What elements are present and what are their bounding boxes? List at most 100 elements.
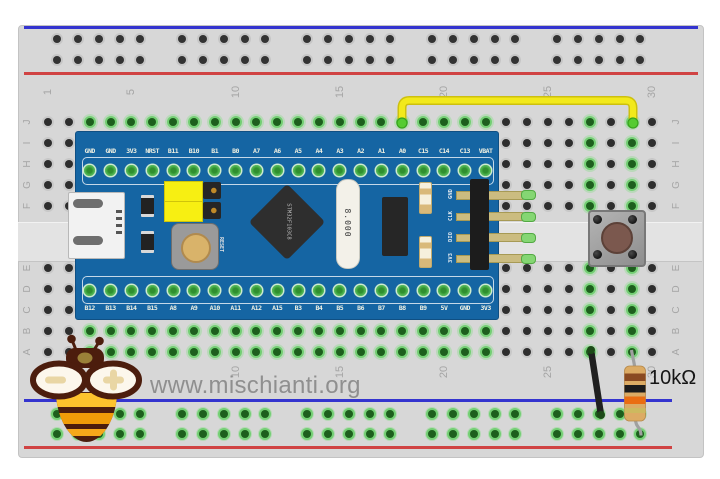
pin-label-top: A2 xyxy=(357,147,364,155)
rail-hole xyxy=(365,430,374,438)
top-rail-blue-line xyxy=(24,26,698,29)
breadboard-hole xyxy=(565,202,573,210)
breadboard-hole xyxy=(627,327,636,335)
breadboard-hole xyxy=(377,118,386,126)
board-pin-top xyxy=(271,164,283,176)
rail-hole xyxy=(240,430,249,438)
column-number: 25 xyxy=(542,365,555,379)
breadboard-hole xyxy=(44,327,52,335)
rail-hole xyxy=(573,56,582,64)
breadboard-hole xyxy=(585,202,594,210)
board-pin-top xyxy=(355,164,367,176)
column-number: 20 xyxy=(437,85,450,99)
rail-hole xyxy=(469,410,478,418)
rail-hole xyxy=(594,56,603,64)
breadboard-hole xyxy=(252,118,261,126)
board-pin-bottom xyxy=(125,284,137,296)
usb-contacts xyxy=(116,210,122,238)
pin-label-top: GND xyxy=(105,147,116,155)
breadboard-hole xyxy=(565,348,573,356)
breadboard-hole xyxy=(44,348,52,356)
pin-label-top: B10 xyxy=(188,147,200,155)
breadboard-hole xyxy=(460,327,469,335)
rail-hole xyxy=(553,56,561,64)
rail-hole xyxy=(53,430,61,438)
usb-prong-top xyxy=(73,199,103,208)
breadboard-hole xyxy=(335,348,344,356)
breadboard-hole xyxy=(273,327,282,335)
rail-hole xyxy=(115,56,124,64)
breadboard-hole xyxy=(64,139,73,147)
rail-hole xyxy=(240,410,249,418)
breadboard-hole xyxy=(64,285,73,293)
rail-hole xyxy=(511,56,520,64)
breadboard-hole xyxy=(544,327,553,335)
breadboard-hole xyxy=(627,118,636,126)
breadboard-hole xyxy=(648,327,657,335)
button-pin xyxy=(593,215,602,224)
rail-hole xyxy=(240,35,249,43)
breadboard-hole xyxy=(606,118,615,126)
breadboard-hole xyxy=(127,118,136,126)
breadboard-hole xyxy=(64,181,73,189)
rail-hole xyxy=(448,430,457,438)
breadboard-hole xyxy=(252,327,261,335)
breadboard-hole xyxy=(565,181,573,189)
row-letter: I xyxy=(671,141,682,145)
watermark: www.mischianti.org xyxy=(150,372,361,399)
breadboard-hole xyxy=(648,160,657,168)
pin-label-bottom: 3V3 xyxy=(480,304,492,312)
board-pin-bottom xyxy=(396,284,408,296)
usb-prong-bottom xyxy=(73,236,103,245)
breadboard-hole xyxy=(523,306,532,314)
breadboard-hole xyxy=(502,202,511,210)
bee-antenna-tip xyxy=(95,336,104,346)
breadboard-hole xyxy=(565,264,573,272)
debug-pin-tip xyxy=(521,190,536,200)
rail-hole xyxy=(198,430,207,438)
breadboard-hole xyxy=(294,327,303,335)
rail-hole xyxy=(511,35,520,43)
breadboard-hole xyxy=(481,118,490,126)
breadboard-hole xyxy=(502,264,511,272)
rail-hole xyxy=(178,430,186,438)
pin-label-bottom: 5V xyxy=(440,304,448,312)
rail-hole xyxy=(261,430,270,438)
row-letter: E xyxy=(22,264,33,272)
rail-hole xyxy=(261,56,270,64)
breadboard-hole xyxy=(460,348,469,356)
breadboard-hole xyxy=(606,139,615,147)
breadboard-hole xyxy=(231,327,240,335)
board-pin-bottom xyxy=(355,284,367,296)
rail-hole xyxy=(219,430,228,438)
breadboard-hole xyxy=(314,118,323,126)
breadboard-hole xyxy=(64,118,73,126)
rail-hole xyxy=(594,410,603,418)
board-pin-top xyxy=(438,164,450,176)
rail-hole xyxy=(303,35,311,43)
rail-hole xyxy=(136,410,145,418)
rail-hole xyxy=(136,430,145,438)
rail-hole xyxy=(553,430,561,438)
bottom-rail-blue-line xyxy=(24,399,672,402)
breadboard-hole xyxy=(523,160,532,168)
row-letter: H xyxy=(22,160,33,168)
rail-hole xyxy=(198,56,207,64)
rail-hole xyxy=(53,410,61,418)
rail-hole xyxy=(303,56,311,64)
pin-label-bottom: B6 xyxy=(357,304,364,312)
breadboard-hole xyxy=(210,348,219,356)
rail-hole xyxy=(178,410,186,418)
breadboard-hole xyxy=(64,306,73,314)
rail-hole xyxy=(365,410,374,418)
breadboard-hole xyxy=(85,118,94,126)
mischianti-bee-logo xyxy=(30,334,142,442)
rail-hole xyxy=(490,56,499,64)
pin-label-bottom: B13 xyxy=(105,304,116,312)
breadboard-hole xyxy=(106,118,115,126)
breadboard-hole xyxy=(189,118,198,126)
row-letter: G xyxy=(671,181,682,189)
rail-hole xyxy=(53,35,61,43)
pin-label-bottom: B15 xyxy=(147,304,158,312)
breadboard-hole xyxy=(606,285,615,293)
